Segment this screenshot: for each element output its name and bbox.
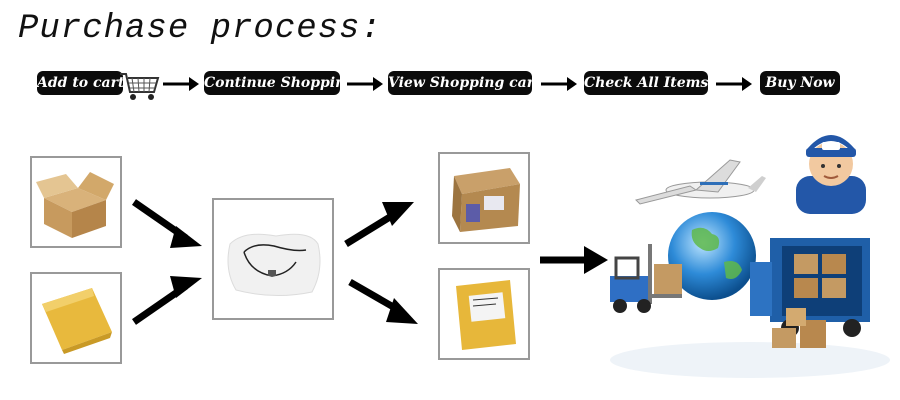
arrow-right-icon xyxy=(163,77,199,91)
arrow-diagonal-up-icon xyxy=(132,276,202,325)
step-add-to-cart-label: Add to cart xyxy=(37,75,125,91)
arrow-right-icon xyxy=(541,77,577,91)
step-buy-now[interactable]: Buy Now xyxy=(760,71,840,95)
packed-box-icon xyxy=(452,168,520,232)
product-bracelet-photo xyxy=(212,198,334,320)
step-buy-now-label: Buy Now xyxy=(765,75,835,91)
cardboard-box-photo xyxy=(30,156,122,248)
bubble-mailer-icon xyxy=(42,288,112,354)
arrow-diagonal-down-icon xyxy=(132,199,202,248)
packed-envelope-icon xyxy=(456,280,516,350)
packed-envelope-photo xyxy=(438,268,530,360)
courier-avatar xyxy=(796,135,866,214)
airplane-icon xyxy=(635,159,766,205)
purchase-steps: Add to cart Continue Shopping View Shopp… xyxy=(0,68,900,102)
packed-box-photo xyxy=(438,152,530,244)
arrow-diagonal-up-icon xyxy=(344,202,414,247)
step-view-shopping-cart-label: View Shopping cart xyxy=(388,75,541,91)
step-add-to-cart[interactable]: Add to cart xyxy=(37,71,125,95)
step-continue-shopping-label: Continue Shopping xyxy=(204,75,356,91)
page-title: Purchase process: xyxy=(18,10,382,48)
shipping-illustration xyxy=(610,135,890,378)
step-check-all-items-label: Check All Items xyxy=(584,75,709,91)
step-continue-shopping[interactable]: Continue Shopping xyxy=(204,71,355,95)
arrow-right-icon xyxy=(347,77,383,91)
bracelet-icon xyxy=(227,233,321,297)
bubble-mailer-photo xyxy=(30,272,122,364)
arrow-diagonal-down-icon xyxy=(348,278,418,324)
shopping-cart-icon xyxy=(120,73,160,100)
arrow-right-icon xyxy=(716,77,752,91)
step-check-all-items[interactable]: Check All Items xyxy=(584,71,708,95)
arrow-right-icon xyxy=(540,246,608,274)
cardboard-box-icon xyxy=(36,172,114,238)
step-view-shopping-cart[interactable]: View Shopping cart xyxy=(388,71,541,95)
forklift-icon xyxy=(610,244,682,313)
